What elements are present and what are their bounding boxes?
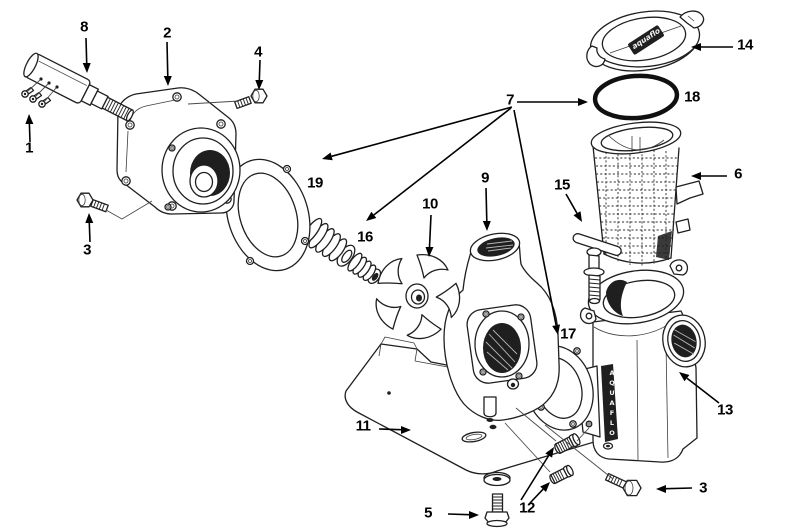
callout-8: 8 (80, 18, 88, 36)
part-9-volute (443, 232, 560, 422)
callout-7: 7 (506, 91, 514, 109)
callout-12: 12 (519, 499, 535, 517)
callout-4: 4 (254, 43, 262, 61)
callout-3-left: 3 (83, 241, 91, 259)
part-5-bolt-washer (483, 471, 511, 528)
housing-brand-vertical-text: AQUAFLO (608, 369, 616, 439)
part-4-bolt (234, 88, 268, 110)
callout-9: 9 (481, 169, 489, 187)
part-10-impeller (375, 253, 461, 340)
part-8-motor-shaft (23, 52, 134, 122)
part-13-strainer-housing (576, 259, 706, 463)
part-1-drive-pins (21, 86, 52, 108)
part-2-seal-plate (116, 87, 241, 215)
callout-18: 18 (684, 88, 700, 106)
callout-11: 11 (355, 417, 371, 435)
part-3-bolt-left (76, 192, 109, 213)
part-12-mounting-screws (549, 433, 581, 485)
callout-17: 17 (560, 325, 576, 343)
part-18-o-ring (592, 73, 680, 121)
callout-19: 19 (307, 174, 323, 192)
callout-3-right: 3 (699, 479, 707, 497)
part-16-shaft-seal (301, 217, 382, 285)
callout-10: 10 (422, 195, 438, 213)
callout-5: 5 (424, 504, 432, 522)
callout-14: 14 (737, 36, 753, 54)
part-15-drain-plug (572, 233, 622, 305)
callout-1: 1 (25, 139, 33, 157)
callout-13: 13 (717, 401, 733, 419)
callout-arrows (25, 37, 733, 519)
leader-lines (27, 79, 614, 480)
callout-6: 6 (734, 165, 742, 183)
callout-2: 2 (163, 24, 171, 42)
callout-15: 15 (554, 176, 570, 194)
callout-16: 16 (357, 228, 373, 246)
part-19-gasket (225, 158, 311, 272)
part-6-strainer-basket (590, 121, 704, 266)
part-14-strainer-lid (586, 10, 705, 72)
